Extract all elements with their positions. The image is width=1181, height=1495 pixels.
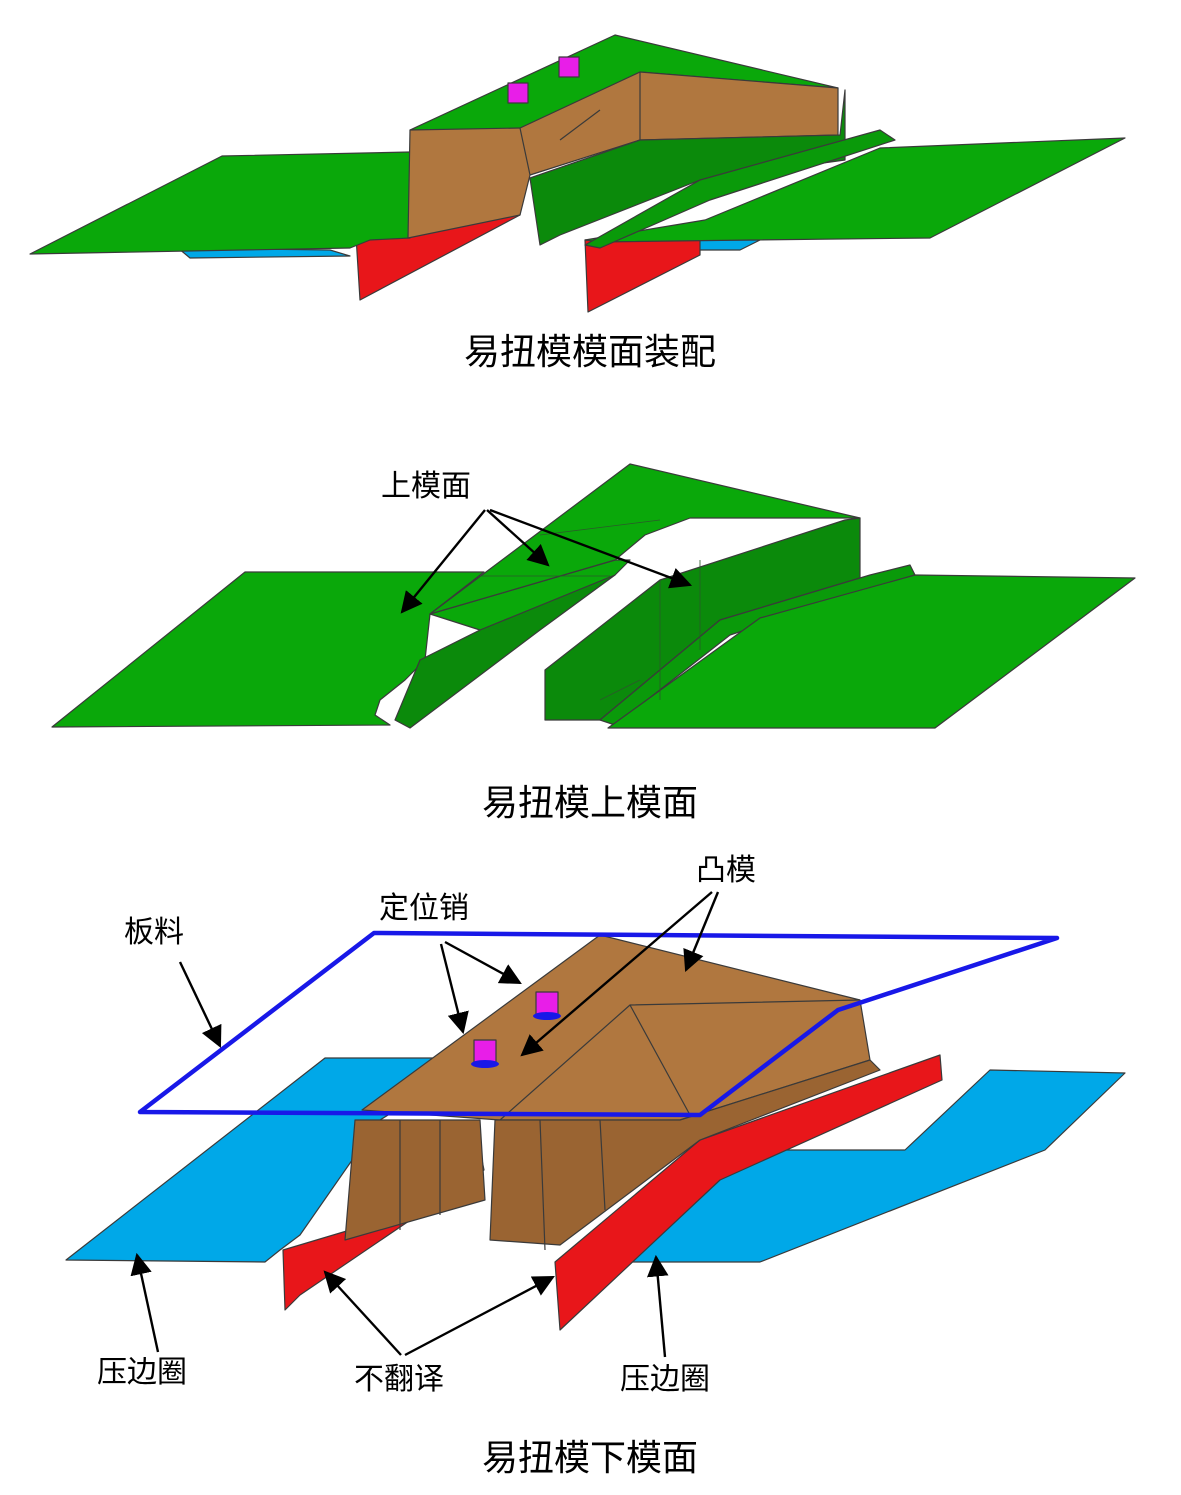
blank-label: 板料 [124,915,184,950]
upper-caption: 易扭模上模面 [482,783,698,824]
upper-surface-label: 上模面 [381,469,471,504]
pins-label: 定位销 [379,891,469,926]
punch-label: 凸模 [696,853,756,888]
assembly-view [29,34,1126,313]
upper-die-view [51,463,1136,729]
binder-left-label: 压边圈 [97,1355,187,1390]
untranslated-label: 不翻译 [354,1362,444,1397]
assembly-caption: 易扭模模面装配 [464,332,716,373]
binder-right-label: 压边圈 [620,1362,710,1397]
lower-caption: 易扭模下模面 [482,1438,698,1479]
lower-die-view [65,930,1126,1331]
